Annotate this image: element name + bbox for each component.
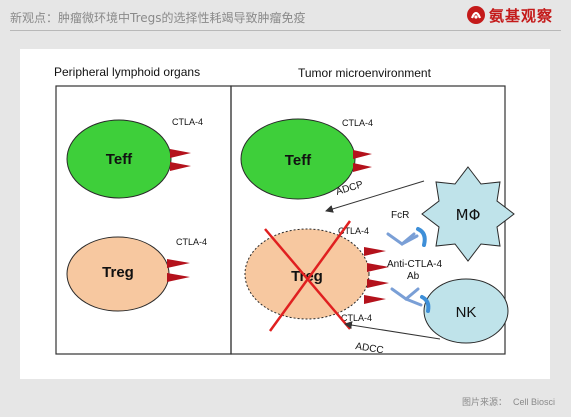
credit-label: 图片来源： (461, 398, 507, 408)
macrophage-label: MΦ (456, 206, 481, 224)
nk-cell: NK (423, 278, 509, 344)
left-treg-ctla4-receptor-lower (167, 273, 190, 282)
left-teff-body (66, 119, 172, 199)
right-treg-ctla4-label-bottom: CTLA-4 (341, 313, 372, 323)
right-panel-title: Tumor microenvironment (298, 66, 432, 80)
right-teff-body (240, 118, 356, 200)
brand-emblem-icon (466, 6, 485, 24)
macrophage-cell: MΦ (421, 166, 515, 262)
right-treg-receptor-3 (367, 279, 389, 288)
credit-source: Cell Biosci (512, 397, 555, 407)
left-treg-cell: Treg CTLA-4 (66, 236, 207, 312)
antibody-upper-icon (386, 232, 419, 246)
nk-label: NK (456, 304, 477, 321)
left-treg-ctla4-label: CTLA-4 (176, 237, 207, 247)
adcc-arrow (344, 321, 441, 340)
fcr-receptor-icon (416, 227, 427, 247)
left-treg-ctla4-receptor-upper (167, 259, 190, 268)
right-teff-cell: Teff CTLA-4 (240, 118, 373, 200)
right-treg-cell: Treg CTLA-4 CTLA-4 (244, 220, 389, 332)
right-teff-label: Teff (285, 152, 312, 169)
right-treg-receptor-2 (367, 263, 389, 272)
left-teff-label: Teff (106, 151, 133, 168)
left-teff-cell: Teff CTLA-4 (66, 117, 203, 199)
fcr-label: FcR (391, 210, 409, 221)
diagram: Peripheral lymphoid organs Tumor microen… (54, 65, 515, 356)
nk-body (423, 278, 509, 344)
left-panel-title: Peripheral lymphoid organs (54, 65, 200, 79)
left-teff-ctla4-label: CTLA-4 (172, 117, 203, 127)
left-teff-ctla4-receptor-upper (170, 149, 191, 158)
right-treg-ctla4-label-top: CTLA-4 (338, 226, 369, 236)
left-teff-ctla4-receptor-lower (170, 162, 191, 171)
header-divider (10, 30, 561, 31)
right-teff-ctla4-label: CTLA-4 (342, 118, 373, 128)
brand-name: 氨基观察 (488, 6, 553, 25)
right-teff-ctla4-receptor-upper (353, 150, 372, 159)
brand-logo[interactable]: 氨基观察 (466, 4, 553, 26)
macrophage-body (421, 166, 515, 262)
article-title: 新观点：肿瘤微环境中Tregs的选择性耗竭导致肿瘤免疫 (10, 11, 306, 25)
left-treg-label: Treg (102, 264, 134, 281)
nk-fc-receptor-icon (420, 295, 431, 313)
right-teff-ctla4-receptor-lower (353, 163, 372, 172)
antibody-label-line2: Ab (407, 271, 420, 282)
right-treg-body (244, 228, 370, 320)
adcc-label: ADCC (355, 341, 385, 356)
right-treg-receptor-1 (364, 247, 386, 256)
antibody-label-line1: Anti-CTLA-4 (387, 259, 442, 270)
image-credit: 图片来源： Cell Biosci (462, 395, 555, 408)
right-treg-receptor-4 (364, 295, 386, 304)
depletion-cross-line-2 (268, 220, 352, 332)
adcp-arrow (325, 180, 425, 213)
antibody-lower-icon (390, 287, 423, 307)
figure: Peripheral lymphoid organs Tumor microen… (20, 49, 550, 379)
